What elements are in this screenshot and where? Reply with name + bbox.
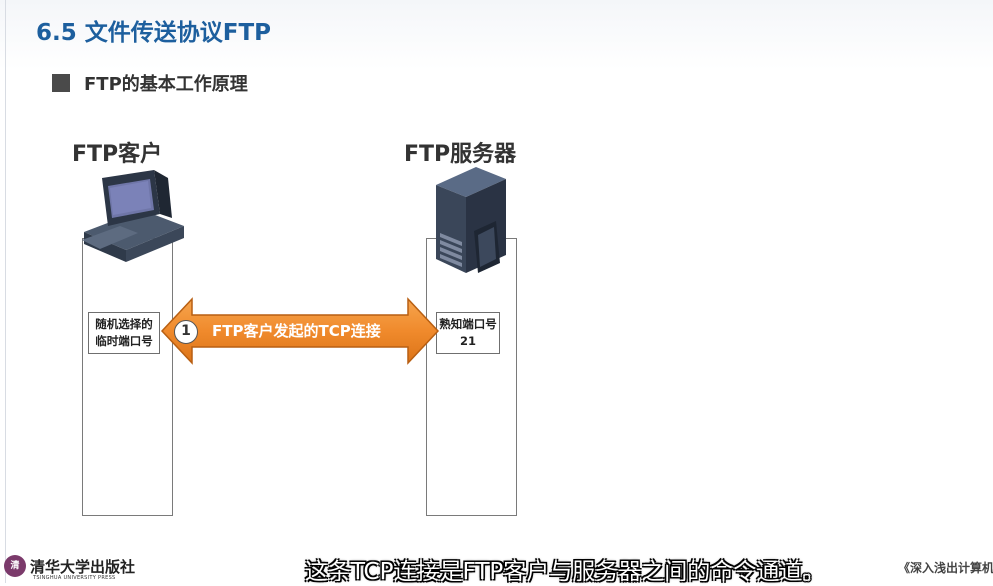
publisher-english-name: TSINGHUA UNIVERSITY PRESS bbox=[33, 575, 116, 581]
connection-label: FTP客户发起的TCP连接 bbox=[212, 322, 381, 340]
server-label: FTP服务器 bbox=[404, 142, 517, 167]
client-label: FTP客户 bbox=[72, 142, 163, 167]
server-lifeline bbox=[426, 238, 517, 516]
server-port-line1: 熟知端口号 bbox=[439, 317, 497, 331]
video-subtitle: 这条TCP连接是FTP客户与服务器之间的命令通道。 bbox=[304, 559, 826, 585]
publisher-name: 清华大学出版社 bbox=[30, 557, 136, 576]
book-reference: 《深入浅出计算机 bbox=[898, 561, 993, 575]
server-port-box: 熟知端口号 21 bbox=[436, 312, 500, 354]
publisher-seal-icon: 清 bbox=[4, 555, 26, 577]
subheading-text: FTP的基本工作原理 bbox=[84, 74, 248, 95]
client-lifeline bbox=[82, 238, 173, 516]
tcp-connection-arrow bbox=[160, 297, 440, 365]
server-tower-icon bbox=[436, 167, 506, 273]
server-port-line2: 21 bbox=[459, 334, 476, 348]
client-port-line1: 随机选择的 bbox=[95, 317, 153, 331]
client-port-box: 随机选择的 临时端口号 bbox=[88, 312, 160, 354]
slide-title: 6.5 文件传送协议FTP bbox=[36, 20, 272, 46]
desktop-computer-icon bbox=[82, 170, 184, 262]
left-divider bbox=[5, 0, 6, 583]
square-bullet-icon bbox=[52, 74, 70, 92]
publisher-logo: 清 清华大学出版社 bbox=[4, 553, 135, 579]
subheading: FTP的基本工作原理 bbox=[52, 70, 248, 96]
client-port-line2: 临时端口号 bbox=[95, 334, 153, 348]
step-number-badge: 1 bbox=[174, 320, 198, 344]
